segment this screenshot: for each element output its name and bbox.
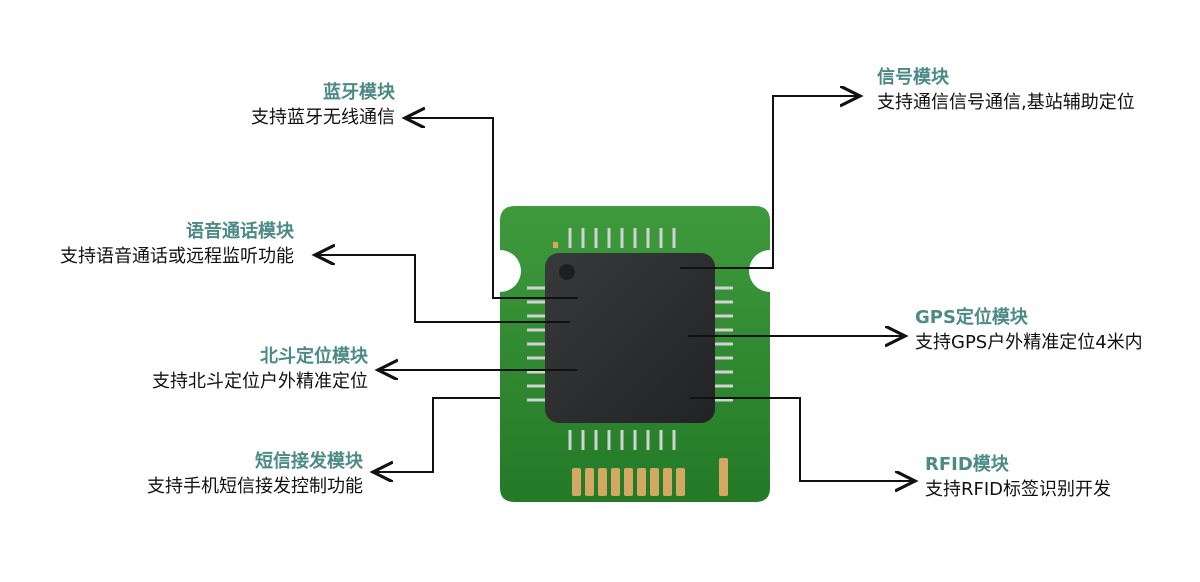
- label-gps: GPS定位模块 支持GPS户外精准定位4米内: [915, 306, 1143, 356]
- module-desc: 支持通信信号通信,基站辅助定位: [877, 92, 1135, 113]
- label-rfid: RFID模块 支持RFID标签识别开发: [925, 453, 1111, 503]
- label-sms: 短信接发模块 支持手机短信接发控制功能: [147, 450, 363, 500]
- module-desc: 支持手机短信接发控制功能: [147, 476, 363, 497]
- module-title: 蓝牙模块: [323, 82, 395, 103]
- module-desc: 支持GPS户外精准定位4米内: [915, 332, 1143, 353]
- circuit-board: [500, 206, 770, 502]
- module-title: 北斗定位模块: [260, 346, 368, 367]
- module-desc: 支持北斗定位户外精准定位: [152, 371, 368, 392]
- module-title: RFID模块: [925, 454, 1009, 475]
- processor-chip: [545, 253, 715, 423]
- callout-lines: [315, 96, 915, 481]
- module-title: 短信接发模块: [255, 451, 363, 472]
- label-bluetooth: 蓝牙模块 支持蓝牙无线通信: [251, 81, 395, 131]
- label-voice: 语音通话模块 支持语音通话或远程监听功能: [60, 220, 294, 270]
- module-title: 信号模块: [877, 67, 949, 88]
- label-signal: 信号模块 支持通信信号通信,基站辅助定位: [877, 66, 1135, 116]
- gold-contacts: [553, 242, 728, 496]
- label-beidou: 北斗定位模块 支持北斗定位户外精准定位: [152, 345, 368, 395]
- module-desc: 支持蓝牙无线通信: [251, 107, 395, 128]
- module-title: 语音通话模块: [186, 221, 294, 242]
- module-title: GPS定位模块: [915, 307, 1028, 328]
- module-desc: 支持RFID标签识别开发: [925, 479, 1112, 500]
- module-desc: 支持语音通话或远程监听功能: [60, 246, 294, 267]
